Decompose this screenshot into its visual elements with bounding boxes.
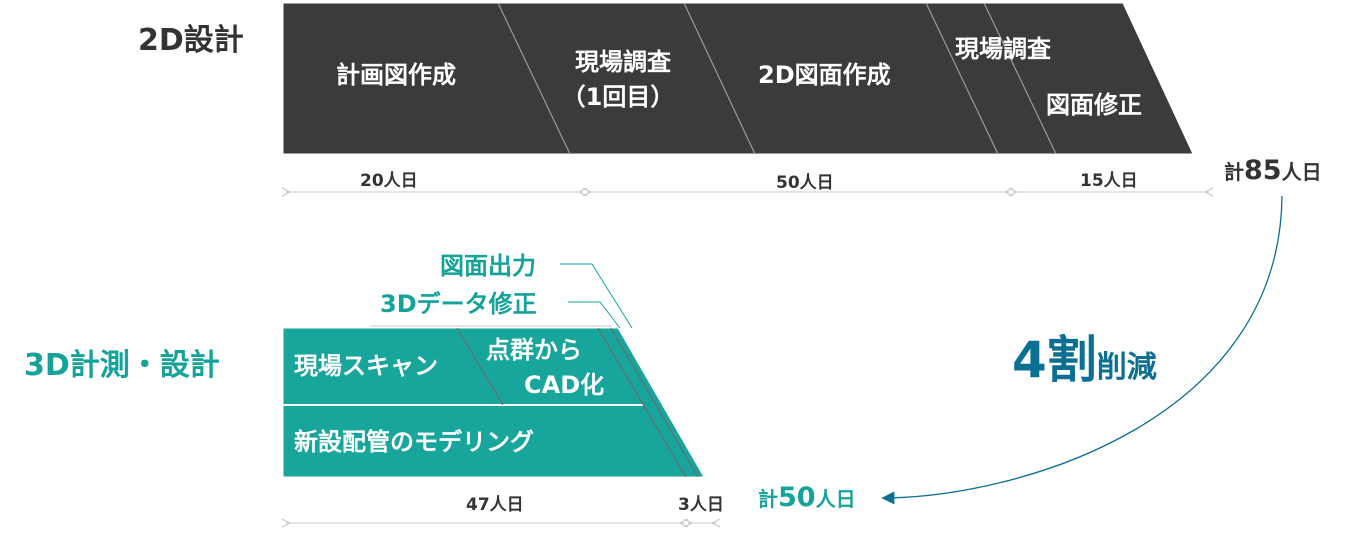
callout-output: 図面出力 bbox=[440, 252, 536, 280]
leader-fix3d bbox=[568, 301, 621, 329]
dim-label-2d-1: 20人日 bbox=[360, 171, 418, 191]
segment-plan: 計画図作成 bbox=[336, 61, 456, 89]
segment-modeling: 新設配管のモデリング bbox=[294, 428, 534, 456]
segment-survey2: 現場調査 bbox=[955, 35, 1051, 63]
divider-2d-4 bbox=[983, 2, 1057, 155]
reduction-small: 削減 bbox=[1096, 350, 1157, 385]
dim-label-2d-3: 15人日 bbox=[1080, 171, 1138, 191]
divider-3d-2 bbox=[610, 327, 699, 478]
reduction-arrow bbox=[881, 195, 1283, 505]
reduction-big: 4割 bbox=[1012, 331, 1097, 389]
divider-3d-scan bbox=[456, 327, 504, 406]
total-3d-prefix: 計 bbox=[758, 487, 778, 511]
total-2d-prefix: 計 bbox=[1224, 160, 1244, 184]
divider-3d-1 bbox=[597, 327, 687, 478]
divider-2d-2 bbox=[683, 2, 756, 155]
dim-label-2d-2: 50人日 bbox=[776, 173, 834, 193]
segment-fix: 図面修正 bbox=[1046, 91, 1142, 119]
dim-label-3d-2: 3人日 bbox=[678, 495, 724, 515]
divider-2d-3 bbox=[925, 2, 999, 155]
bar-3d bbox=[282, 327, 705, 478]
total-2d-value: 85 bbox=[1244, 155, 1282, 186]
total-2d-unit: 人日 bbox=[1281, 160, 1322, 184]
row-title-3d: 3D計測・設計 bbox=[24, 348, 220, 383]
divider-2d-1 bbox=[497, 2, 571, 155]
total-3d-unit: 人日 bbox=[815, 487, 856, 511]
leader-output bbox=[560, 263, 633, 329]
callout-fix3d: 3Dデータ修正 bbox=[380, 290, 537, 318]
segment-survey1-line1: 現場調査 bbox=[575, 48, 671, 76]
segment-cad-line1: 点群から bbox=[486, 336, 582, 364]
segment-drawing: 2D図面作成 bbox=[758, 61, 891, 89]
total-2d: 計85人日 bbox=[1224, 155, 1322, 186]
bar-2d bbox=[282, 2, 1194, 155]
dim-label-3d-1: 47人日 bbox=[466, 495, 524, 515]
segment-survey1-line2: （1回目） bbox=[561, 83, 675, 111]
row-title-2d: 2D設計 bbox=[138, 23, 244, 58]
segment-scan: 現場スキャン bbox=[294, 352, 438, 380]
reduction-label: 4割削減 bbox=[1012, 320, 1157, 392]
total-3d-value: 50 bbox=[778, 482, 816, 513]
total-3d: 計50人日 bbox=[758, 482, 856, 513]
segment-cad-line2: CAD化 bbox=[524, 371, 605, 399]
